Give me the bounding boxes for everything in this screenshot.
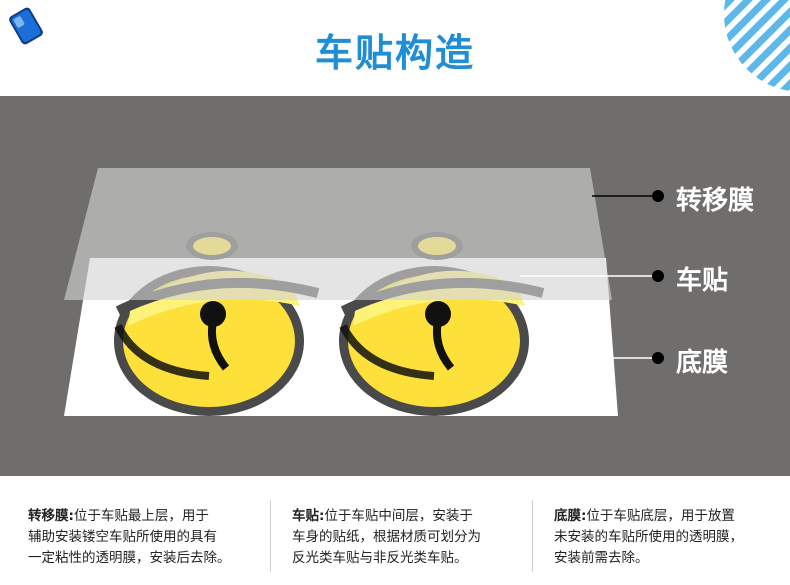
description-text: 未安装的车贴所使用的透明膜， bbox=[554, 529, 743, 545]
description-text: 车身的贴纸，根据材质可划分为 bbox=[292, 529, 481, 545]
transfer-film-layer bbox=[64, 168, 612, 300]
description-text: 反光类车贴与非反光类车贴。 bbox=[292, 550, 468, 566]
description-text: 一定粘性的透明膜，安装后去除。 bbox=[28, 550, 231, 566]
description-term: 底膜: bbox=[554, 508, 587, 524]
page-title: 车贴构造 bbox=[314, 31, 475, 75]
divider bbox=[532, 500, 533, 572]
structure-diagram: 转移膜 车贴 底膜 bbox=[0, 96, 790, 476]
description-term: 车贴: bbox=[292, 508, 325, 524]
divider bbox=[270, 500, 271, 572]
label-transfer-film: 转移膜 bbox=[676, 186, 755, 216]
logo-icon bbox=[9, 7, 43, 45]
header: 车贴构造 bbox=[0, 0, 790, 96]
description-transfer-film: 转移膜:位于车贴最上层，用于 辅助安装镂空车贴所使用的具有 一定粘性的透明膜，安… bbox=[28, 506, 264, 569]
description-text: 位于车贴底层，用于放置 bbox=[586, 508, 735, 524]
description-text: 安装前需去除。 bbox=[554, 550, 649, 566]
description-text: 辅助安装镂空车贴所使用的具有 bbox=[28, 529, 217, 545]
description-text: 位于车贴中间层，安装于 bbox=[324, 508, 473, 524]
description-term: 转移膜: bbox=[28, 508, 74, 524]
decorative-stripes-icon bbox=[724, 0, 790, 92]
description-text: 位于车贴最上层，用于 bbox=[73, 508, 209, 524]
label-base-film: 底膜 bbox=[676, 348, 729, 378]
description-row: 转移膜:位于车贴最上层，用于 辅助安装镂空车贴所使用的具有 一定粘性的透明膜，安… bbox=[0, 476, 790, 585]
description-sticker: 车贴:位于车贴中间层，安装于 车身的贴纸，根据材质可划分为 反光类车贴与非反光类… bbox=[292, 506, 528, 569]
layer-illustration bbox=[64, 168, 664, 416]
description-base-film: 底膜:位于车贴底层，用于放置 未安装的车贴所使用的透明膜， 安装前需去除。 bbox=[554, 506, 784, 569]
label-sticker: 车贴 bbox=[676, 266, 729, 296]
